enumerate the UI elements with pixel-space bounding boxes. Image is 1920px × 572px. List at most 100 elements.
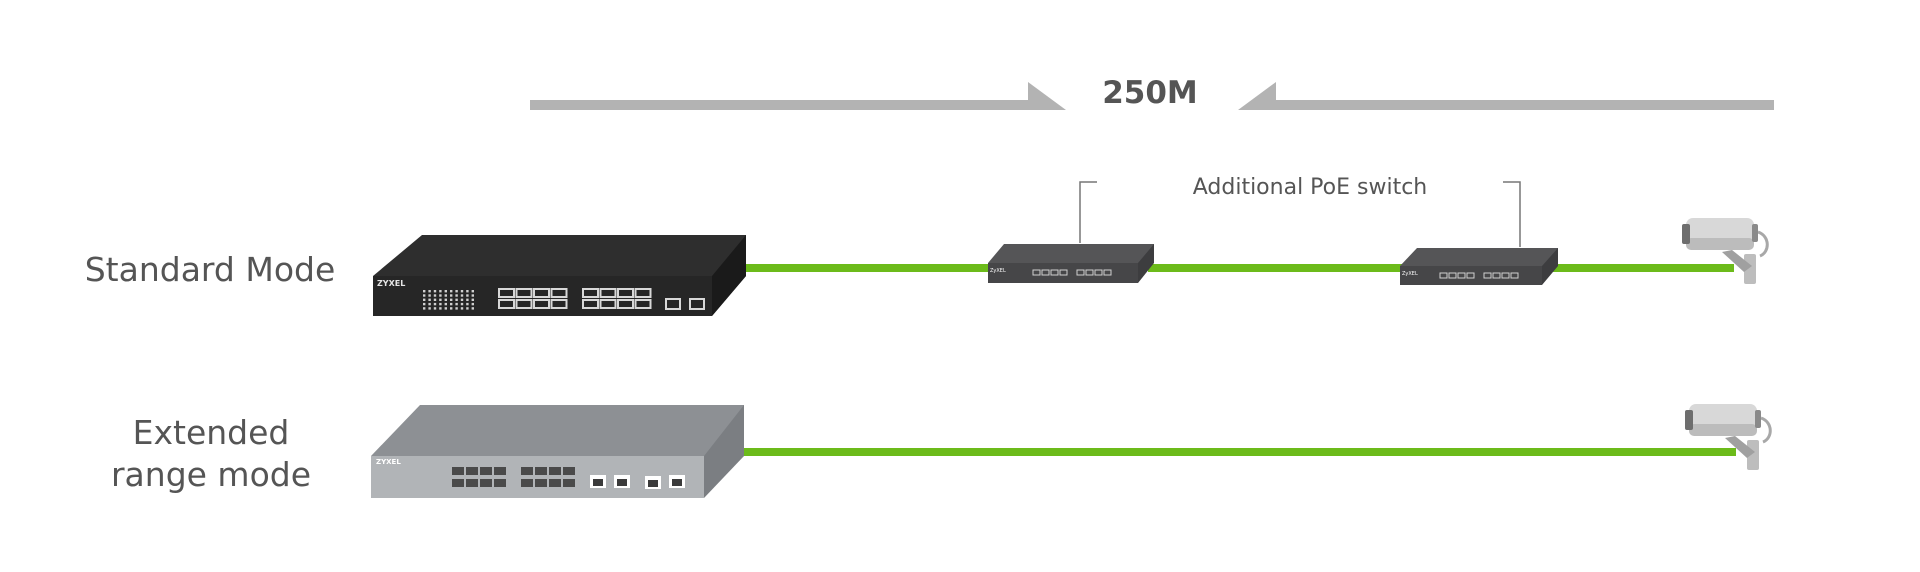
switch-top xyxy=(371,405,744,456)
switch-port xyxy=(563,479,575,487)
switch-port xyxy=(498,288,515,298)
switch-led xyxy=(471,290,474,293)
camera-back xyxy=(1755,410,1761,428)
switch-led xyxy=(428,298,431,301)
switch-led xyxy=(466,302,469,306)
switch-led xyxy=(471,302,474,306)
switch-led xyxy=(466,290,469,293)
switch-port xyxy=(599,299,617,309)
switch-led xyxy=(433,302,437,306)
left-arrow-head xyxy=(1028,82,1066,110)
switch-port xyxy=(515,288,533,298)
poe-port xyxy=(1483,272,1492,279)
ethernet-switch-icon: ZYXEL xyxy=(373,235,746,316)
poe-switch-icon: ZyXEL xyxy=(1400,248,1558,285)
switch-led xyxy=(455,307,458,310)
switch-port xyxy=(521,479,533,487)
switch-port xyxy=(535,467,547,475)
switch-port xyxy=(549,467,561,475)
poe-port xyxy=(1050,269,1059,276)
switch-led xyxy=(428,290,431,293)
switch-led xyxy=(423,298,426,301)
switch-led xyxy=(444,302,447,306)
poe-switch-icon: ZyXEL xyxy=(988,244,1154,283)
camera-body-shade xyxy=(1689,424,1757,436)
switch-led xyxy=(455,294,458,297)
camera-lens xyxy=(1682,224,1690,244)
distance-arrow-icon xyxy=(530,82,1774,110)
switch-port xyxy=(452,467,464,475)
switch-led xyxy=(450,290,453,293)
camera-mount xyxy=(1744,254,1756,284)
callout-line-left xyxy=(1079,181,1097,243)
poe-switch-ports xyxy=(1032,269,1112,276)
switch-led xyxy=(439,298,442,301)
poe-port xyxy=(1103,269,1112,276)
switch-port xyxy=(498,299,515,309)
poe-switch-ports xyxy=(1439,272,1519,279)
row-label-standard: Standard Mode xyxy=(85,250,336,289)
switch-port xyxy=(521,467,533,475)
switch-led xyxy=(460,294,464,297)
poe-switch-brand: ZyXEL xyxy=(990,268,1006,274)
switch-led xyxy=(433,307,437,310)
switch-led xyxy=(450,302,453,306)
poe-switch-front xyxy=(988,263,1138,283)
switch-port xyxy=(480,467,492,475)
switch-port xyxy=(634,288,652,298)
poe-port xyxy=(1439,272,1448,279)
poe-switch-callout xyxy=(1079,181,1521,247)
switch-port xyxy=(550,299,568,309)
switch-led xyxy=(466,307,469,310)
switch-ports xyxy=(498,288,705,310)
switch-led xyxy=(450,294,453,297)
switch-led xyxy=(433,290,437,293)
cables xyxy=(740,264,1736,456)
poe-switch-brand: ZyXEL xyxy=(1402,271,1418,277)
switch-led xyxy=(439,307,442,310)
sfp-port xyxy=(672,479,682,486)
right-arrow-head xyxy=(1238,82,1276,110)
switch-port xyxy=(617,288,634,298)
switch-led xyxy=(455,298,458,301)
camera-back xyxy=(1752,224,1758,242)
callout-label: Additional PoE switch xyxy=(1193,175,1428,200)
ethernet-switch-icon: ZYXEL xyxy=(371,405,744,498)
switch-led xyxy=(444,290,447,293)
poe-port xyxy=(1501,272,1510,279)
camera-arm xyxy=(1722,250,1752,272)
switch-led xyxy=(423,302,426,306)
switch-led xyxy=(428,294,431,297)
switch-led xyxy=(439,294,442,297)
row-label-extended-line1: Extended xyxy=(133,413,290,452)
poe-port xyxy=(1094,269,1103,276)
switch-port xyxy=(515,299,533,309)
poe-port xyxy=(1448,272,1457,279)
poe-port xyxy=(1492,272,1501,279)
switch-port xyxy=(466,479,478,487)
switch-led xyxy=(450,298,453,301)
switch-port xyxy=(480,479,492,487)
sfp-port xyxy=(689,298,705,310)
switch-port xyxy=(617,299,634,309)
poe-port xyxy=(1059,269,1068,276)
poe-switch-top xyxy=(988,244,1154,263)
poe-port xyxy=(1457,272,1466,279)
switch-led xyxy=(428,302,431,306)
switch-side xyxy=(704,405,744,498)
switch-port xyxy=(549,479,561,487)
switch-led xyxy=(444,298,447,301)
switch-led xyxy=(433,298,437,301)
switch-port xyxy=(563,467,575,475)
sfp-port xyxy=(617,479,627,486)
switch-led xyxy=(455,290,458,293)
switch-port xyxy=(535,479,547,487)
switch-brand: ZYXEL xyxy=(377,279,405,288)
switch-port xyxy=(599,288,617,298)
switch-port xyxy=(494,467,506,475)
poe-port xyxy=(1466,272,1475,279)
switch-led xyxy=(423,294,426,297)
switch-led xyxy=(471,298,474,301)
switch-led xyxy=(471,307,474,310)
